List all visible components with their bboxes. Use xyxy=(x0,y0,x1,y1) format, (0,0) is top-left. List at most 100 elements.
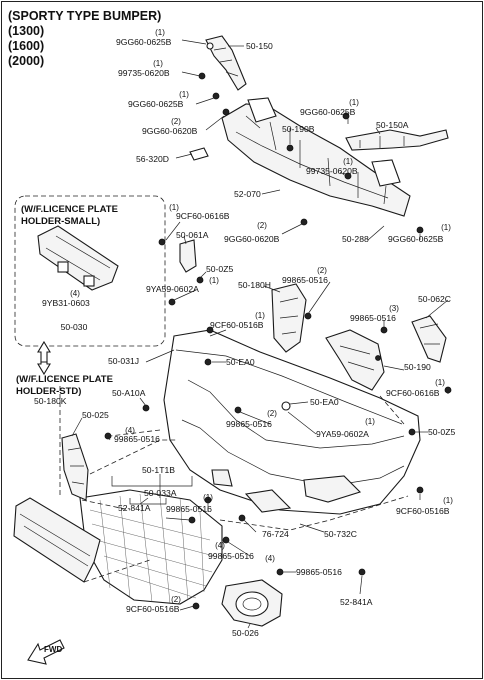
callout-code: 9GG60-0620B xyxy=(224,234,280,244)
callout-qty: (1) xyxy=(179,90,189,99)
callout-qty: (4) xyxy=(215,541,225,550)
callout-code: 9GG60-0625B xyxy=(128,99,184,109)
callout-code: 99865-0516 xyxy=(296,567,342,577)
bracket-50-061A xyxy=(158,238,197,273)
callout-code: 9CF60-0516B xyxy=(126,604,180,614)
callout-qty: (1) xyxy=(155,28,165,37)
callout-code: 9YA59-0602A xyxy=(146,284,199,294)
plate-holder-50-180K xyxy=(13,497,101,583)
callout-code: 50-026 xyxy=(232,628,259,638)
callout-code: 9GG60-0620B xyxy=(142,126,198,136)
callout-code: 50-025 xyxy=(82,410,109,420)
inset-small-title-1: (W/F.LICENCE PLATE xyxy=(21,204,118,215)
callout-qty: (3) xyxy=(389,304,399,313)
variant-1600: (1600) xyxy=(8,39,44,53)
callout-code: 99865-0516 xyxy=(350,313,396,323)
callout-code: 9GG60-0625B xyxy=(116,37,172,47)
inset-std-title-1: (W/F.LICENCE PLATE xyxy=(16,374,113,385)
callout-code: 52-841A xyxy=(118,503,151,513)
callout-code: 9YA59-0602A xyxy=(316,429,369,439)
callout-qty: (1) xyxy=(153,59,163,68)
inset-small-title-2: HOLDER-SMALL) xyxy=(21,216,100,227)
fwd-label: FWD xyxy=(44,645,62,654)
variant-arrow xyxy=(37,340,51,376)
callout-code: 99735-0620B xyxy=(306,166,358,176)
reinforcement-52-070 xyxy=(221,97,411,217)
callout-code: 50-732C xyxy=(324,529,357,539)
callout-qty: (2) xyxy=(317,266,327,275)
callout-qty: (1) xyxy=(443,496,453,505)
callout-code: 50-180H xyxy=(238,280,271,290)
bracket-50-180H xyxy=(271,283,307,353)
inset-small-part-b: 50-030 xyxy=(61,322,88,332)
callout-qty: (2) xyxy=(171,595,181,604)
callout-qty: (2) xyxy=(257,221,267,230)
callout-labels: (1) 9GG60-0625B 50-150 (1) 99735-0620B (… xyxy=(82,28,455,638)
callout-qty: (1) xyxy=(365,417,375,426)
fasteners xyxy=(104,72,452,610)
callout-code: 9CF60-0616B xyxy=(176,211,230,221)
callout-qty: (1) xyxy=(203,493,213,502)
callout-code: 50-0Z5 xyxy=(206,264,233,274)
callout-qty: (1) xyxy=(209,276,219,285)
inset-small-part-a: 9YB31-0603 xyxy=(42,298,90,308)
callout-qty: (1) xyxy=(169,203,179,212)
callout-code: 50-062C xyxy=(418,294,451,304)
callout-code: 99865-0516 xyxy=(114,434,160,444)
inset-std-part: 50-180K xyxy=(34,396,67,406)
callout-code: 9CF60-0616B xyxy=(386,388,440,398)
callout-code: 9CF60-0516B xyxy=(210,320,264,330)
inset-small-plate-holder xyxy=(14,195,166,347)
assembly-lines xyxy=(59,386,409,583)
callout-code: 76-724 xyxy=(262,529,289,539)
callout-qty: (1) xyxy=(255,311,265,320)
variant-1300: (1300) xyxy=(8,24,44,38)
inset-small-part-a-qty: (4) xyxy=(70,289,80,298)
callout-code: 56-320D xyxy=(136,154,169,164)
callout-code: 50-1T1B xyxy=(142,465,175,475)
bracket-50-062C xyxy=(411,315,447,363)
callout-code: 99865-0516 xyxy=(226,419,272,429)
callout-code: 99735-0620B xyxy=(118,68,170,78)
callout-code: 50-EA0 xyxy=(310,397,339,407)
callout-code: 9CF60-0516B xyxy=(396,506,450,516)
callout-qty: (1) xyxy=(343,157,353,166)
fwd-arrow-icon: FWD xyxy=(27,639,65,665)
bracket-50-190 xyxy=(325,329,385,391)
callout-code: 50-EA0 xyxy=(226,357,255,367)
side-bracket-50-150A xyxy=(345,129,449,151)
grille-50-1T1B xyxy=(79,489,223,605)
callout-qty: (2) xyxy=(267,409,277,418)
callout-code: 50-190B xyxy=(282,124,315,134)
callout-code: 9GG60-0625B xyxy=(300,107,356,117)
clip-56-320D xyxy=(189,147,209,161)
callout-code: 50-150 xyxy=(246,41,273,51)
bumper-cover-50-031J xyxy=(163,329,421,515)
callout-qty: (1) xyxy=(435,378,445,387)
callout-code: 52-841A xyxy=(340,597,373,607)
callout-code: 99865-0516 xyxy=(208,551,254,561)
callout-code: 99865-0516 xyxy=(282,275,328,285)
callout-code: 50-061A xyxy=(176,230,209,240)
callout-qty: (1) xyxy=(349,98,359,107)
callout-qty: (4) xyxy=(125,426,135,435)
callout-code: 50-150A xyxy=(376,120,409,130)
inset-std-title-2: HOLDER-STD) xyxy=(16,386,81,397)
callout-code: 52-070 xyxy=(234,189,261,199)
upper-bracket-50-150 xyxy=(205,35,247,91)
callout-code: 99865-0516 xyxy=(166,504,212,514)
diagram-title: (SPORTY TYPE BUMPER) xyxy=(8,9,161,23)
callout-code: 50-190 xyxy=(404,362,431,372)
fog-lamp-50-026 xyxy=(221,579,283,627)
callout-code: 50-0Z5 xyxy=(428,427,455,437)
callout-code: 50-A10A xyxy=(112,388,146,398)
callout-qty: (1) xyxy=(441,223,451,232)
callout-qty: (4) xyxy=(265,554,275,563)
callout-code: 50-288 xyxy=(342,234,369,244)
variant-2000: (2000) xyxy=(8,54,44,68)
callout-code: 50-033A xyxy=(144,488,177,498)
bracket-50-025 xyxy=(61,433,89,501)
callout-qty: (2) xyxy=(171,117,181,126)
